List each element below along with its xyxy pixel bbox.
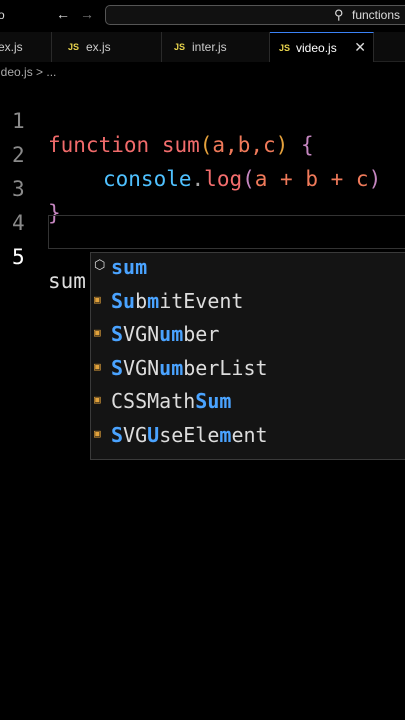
console-object: console	[103, 167, 192, 191]
tab-ex-js-2[interactable]: JS ex.js	[52, 32, 162, 62]
suggestion-item[interactable]: ▣ SubmitEvent	[91, 287, 405, 320]
function-name: sum	[161, 133, 200, 157]
suggestion-label: SVGNumberList	[111, 356, 268, 380]
js-file-icon: JS	[174, 42, 186, 52]
label-text: CSSMath	[111, 389, 196, 413]
suggestion-item[interactable]: ▣ CSSMathSum	[91, 387, 405, 420]
label-text: b	[135, 288, 148, 313]
close-icon[interactable]: ✕	[354, 39, 366, 55]
match-highlight: um	[159, 322, 184, 346]
tab-video-js[interactable]: JS video.js ✕	[270, 32, 374, 62]
dot: .	[191, 167, 205, 191]
match-highlight: sum	[111, 255, 148, 279]
suggestion-item[interactable]: ▣ SVGNumber	[91, 320, 405, 353]
match-highlight: m	[219, 422, 232, 447]
match-highlight: S	[111, 355, 124, 380]
line-number: 5	[12, 245, 25, 269]
match-highlight: Sum	[195, 389, 232, 413]
class-icon: ▣	[94, 292, 101, 306]
keyword-function: function	[48, 133, 150, 157]
arrow-left-icon[interactable]: ←	[56, 6, 70, 22]
label-text: ent	[231, 422, 268, 447]
breadcrumb[interactable]: ideo.js > ...	[0, 65, 57, 79]
match-highlight: U	[147, 422, 160, 447]
typed-text: sum	[48, 269, 86, 293]
suggestion-label: sum	[111, 255, 147, 279]
label-text: VGN	[123, 355, 160, 380]
params: a,b,c	[212, 133, 276, 157]
label-text: ber	[183, 322, 220, 346]
code-line-5: 5 sum	[0, 221, 405, 293]
paren-open: (	[199, 133, 213, 157]
class-icon: ▣	[94, 326, 101, 339]
code-line-4: 4	[0, 187, 405, 235]
log-method: log	[204, 167, 243, 191]
line-number: 3	[12, 177, 25, 201]
brace-open: {	[300, 133, 314, 157]
suggestion-label: CSSMathSum	[111, 389, 231, 413]
match-highlight: Su	[111, 288, 136, 313]
tab-label: inter.js	[192, 40, 227, 54]
suggestion-label: SVGNumber	[111, 322, 219, 346]
class-icon: ▣	[94, 359, 101, 373]
match-highlight: S	[111, 422, 124, 447]
label-text: itEvent	[159, 288, 244, 313]
match-highlight: m	[147, 288, 160, 313]
line-number: 1	[12, 109, 25, 133]
search-text: functions	[352, 8, 401, 22]
js-file-icon: JS	[68, 42, 80, 52]
paren-open: (	[242, 167, 255, 191]
tab-label: video.js	[296, 41, 337, 55]
code-line-2: 2 console.log(a + b + c)	[0, 119, 405, 191]
app-title-fragment: o	[0, 8, 5, 22]
tab-bar: ex.js JS ex.js JS inter.js JS video.js ✕	[0, 32, 405, 62]
class-icon: ▣	[94, 393, 101, 406]
search-icon: ⚲	[334, 7, 344, 22]
cube-icon: ⬡	[94, 258, 106, 273]
js-file-icon: JS	[279, 43, 291, 53]
class-icon: ▣	[94, 426, 101, 440]
code-line-1: 1 function sum(a,b,c) {	[0, 85, 405, 157]
line-number: 4	[12, 211, 25, 235]
suggestion-item[interactable]: ⬡ sum	[91, 253, 405, 286]
label-text: berList	[183, 355, 268, 380]
label-text: VGN	[123, 322, 160, 346]
label-text: VG	[123, 422, 148, 447]
title-bar: o ← → ⚲ functions	[0, 0, 405, 32]
arrow-right-icon[interactable]: →	[80, 6, 94, 22]
tab-ex-js-1[interactable]: ex.js	[0, 32, 52, 62]
brace-close: }	[48, 201, 61, 225]
paren-close: )	[368, 167, 382, 191]
suggestion-label: SVGUseElement	[111, 423, 268, 447]
code-line-3: 3 }	[0, 153, 405, 225]
suggestion-label: SubmitEvent	[111, 289, 243, 313]
command-center-search[interactable]: ⚲ functions	[105, 5, 405, 25]
match-highlight: S	[111, 322, 124, 346]
paren-close: )	[275, 133, 289, 157]
log-args: a + b + c	[254, 167, 369, 191]
label-text: seEle	[159, 422, 220, 447]
suggestion-item[interactable]: ▣ SVGNumberList	[91, 354, 405, 387]
line-number: 2	[12, 143, 25, 167]
tab-inter-js[interactable]: JS inter.js	[162, 32, 270, 62]
match-highlight: um	[159, 355, 184, 380]
suggest-widget[interactable]: ⬡sum▣SubmitEvent▣SVGNumber▣SVGNumberList…	[90, 252, 405, 460]
current-line-highlight	[48, 215, 405, 249]
suggestion-item[interactable]: ▣ SVGUseElement	[91, 421, 405, 454]
tab-label: ex.js	[86, 40, 111, 54]
tab-label: ex.js	[0, 40, 23, 54]
